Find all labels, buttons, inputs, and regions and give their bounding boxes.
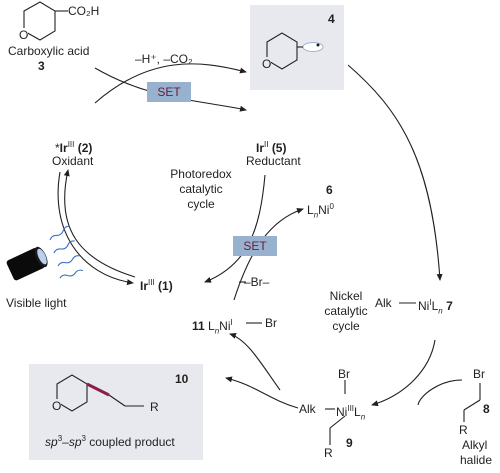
ligand-count: n — [313, 210, 319, 220]
excited-star: * — [55, 141, 60, 155]
acid-name: Carboxylic acid — [8, 44, 90, 58]
ir-metal: Ir — [59, 141, 68, 155]
product-ring — [56, 374, 88, 412]
ir-ox: III — [67, 140, 75, 149]
flashlight-icon — [6, 246, 48, 281]
ir-number: (1) — [158, 279, 173, 293]
ni-metal: Ni — [336, 405, 348, 419]
photoredox-cycle-line3: cycle — [187, 197, 215, 211]
ni-bromide-label: 11 LnNiI — [192, 316, 233, 338]
acid-ring — [23, 1, 56, 41]
alk-ni-number: 7 — [446, 299, 453, 313]
ni-bromide-number: 11 — [192, 319, 205, 333]
halide-br: Br — [473, 367, 485, 381]
arrow-acid-to-radical — [94, 63, 247, 104]
ni0-number: 6 — [326, 183, 333, 197]
ni9-label: NiIIILn — [336, 402, 365, 424]
alk-ni-label: NiILn 7 — [418, 296, 453, 318]
product-caption: sp3–sp3 coupled product — [45, 432, 175, 449]
halide-r: R — [459, 423, 468, 437]
product-tail-1 — [108, 394, 126, 407]
ir-number: (2) — [77, 141, 93, 155]
radical-number: 4 — [328, 12, 335, 26]
ligand: L — [431, 299, 439, 313]
arrow-relax — [57, 171, 134, 286]
bromide-loss-label: –Br– — [244, 275, 269, 289]
ni9-number: 9 — [346, 436, 353, 450]
ni9-br: Br — [338, 367, 350, 381]
acid-formula: CO₂H — [68, 4, 100, 18]
arrow-excitation — [63, 169, 136, 278]
ni-metal: Ni — [219, 319, 231, 333]
ir-ground-label: IrIII (1) — [140, 276, 173, 293]
ligand-count: n — [438, 306, 443, 316]
ir-ox: III — [148, 278, 155, 287]
set-box-top: SET — [147, 82, 191, 102]
ir-oxidant-label: *IrIII (2) — [55, 138, 92, 155]
ni-metal: Ni — [418, 299, 430, 313]
ligand-count: n — [360, 412, 366, 422]
acid-number: 3 — [38, 59, 45, 73]
arrow-halide-addition — [417, 379, 463, 406]
ni9-alkyl-1 — [329, 415, 346, 429]
decarboxylation-label: –H⁺, –CO₂ — [135, 52, 193, 66]
halide-bond-2 — [463, 399, 481, 411]
photoredox-cycle-line2: catalytic — [179, 182, 223, 196]
hybridization-1: sp — [45, 435, 58, 449]
ni-bromide-halide: Br — [265, 316, 277, 330]
arrow-radical-to-ni — [347, 64, 443, 281]
hyb-sup-1: 3 — [57, 434, 63, 443]
halide-name-line1: Alkyl — [462, 438, 488, 452]
ir-reductant-label: IrII (5) — [256, 138, 286, 155]
set-box-middle: SET — [233, 236, 277, 256]
ir-metal: Ir — [256, 141, 265, 155]
bromide-loss: –Br– — [244, 275, 270, 289]
product-number: 10 — [175, 372, 189, 386]
halide-name-line2: halide — [460, 453, 493, 467]
ligand: L — [354, 405, 361, 419]
nickel-cycle-line1: Nickel — [329, 289, 363, 303]
ir-ox: II — [264, 140, 269, 149]
hyb-sup-2: 3 — [81, 434, 86, 443]
nickel-cycle-line2: catalytic — [324, 304, 368, 318]
alk-ni-alk: Alk — [375, 296, 392, 310]
ni-metal: Ni — [318, 203, 330, 217]
oxidant-role: Oxidant — [52, 154, 94, 168]
product-r: R — [150, 400, 159, 414]
visible-light-label: Visible light — [6, 296, 67, 310]
dash: – — [62, 435, 69, 449]
ni9-alk: Alk — [299, 402, 316, 416]
ni-ox: I — [230, 318, 233, 327]
light-rays-icon — [49, 225, 84, 279]
ni-ox: 0 — [329, 202, 334, 211]
ligand: L — [307, 203, 314, 217]
radical-ring — [266, 32, 298, 70]
coupled-bond — [86, 382, 110, 397]
alkyl-radical-icon — [297, 42, 324, 52]
ni-ox: III — [347, 404, 355, 413]
photoredox-cycle-line1: Photoredox — [170, 167, 232, 181]
reductant-role: Reductant — [246, 154, 301, 168]
ni9-r: R — [324, 446, 333, 460]
arrow-ni7-to-ni9 — [371, 339, 436, 407]
ir-metal: Ir — [140, 279, 149, 293]
arrow-to-ni11 — [229, 333, 281, 391]
nickel-cycle-line3: cycle — [332, 319, 360, 333]
radical-ring-oxygen: O — [262, 57, 272, 71]
ligand: L — [208, 319, 215, 333]
ni-ox: I — [429, 298, 432, 307]
ligand-count: n — [214, 326, 220, 336]
ir-number: (5) — [271, 141, 287, 155]
arrow-to-product — [225, 376, 299, 409]
ni0-label: LnNi0 — [307, 200, 334, 222]
acid-ring-oxygen: O — [19, 28, 29, 42]
product-ring-oxygen: O — [52, 399, 62, 413]
caption-suffix: coupled product — [85, 435, 175, 449]
halide-number: 8 — [483, 402, 490, 416]
hybridization-2: sp — [68, 435, 82, 449]
